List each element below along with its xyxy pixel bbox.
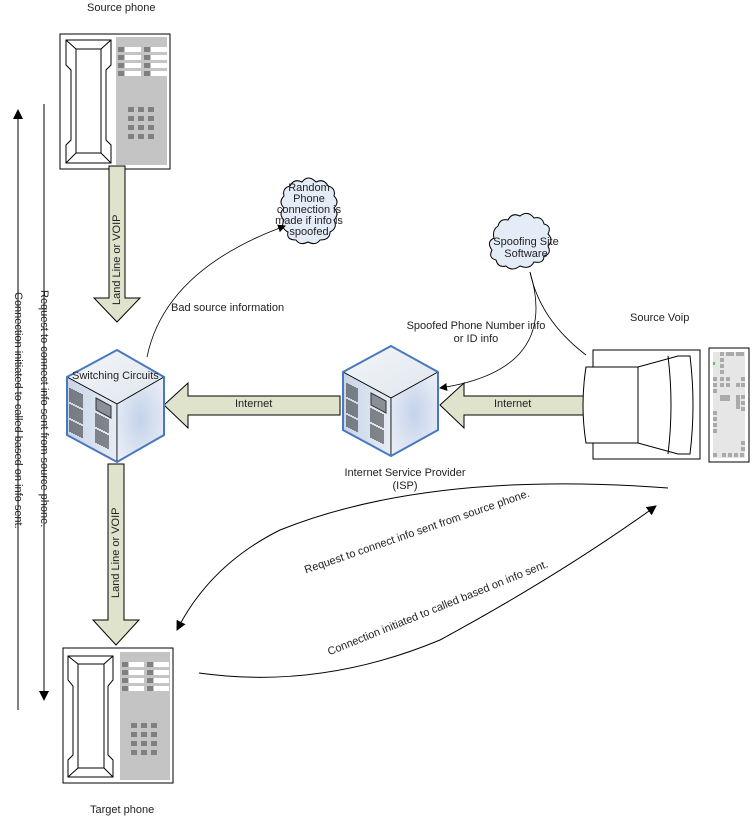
spoofed-line1: Spoofed Phone Number info xyxy=(406,320,546,332)
cloud-line: Random xyxy=(288,182,330,194)
cloud-line: Phone xyxy=(293,193,325,205)
isp-label-line1: Internet Service Provider xyxy=(344,467,466,479)
target-phone-label: Target phone xyxy=(90,804,155,816)
spoofed-info-label: Spoofed Phone Number info or ID info xyxy=(400,320,552,346)
internet-right-label: Internet xyxy=(494,398,532,410)
cloud-line: connection is xyxy=(276,204,342,216)
voip-to-spoof-connector xyxy=(529,271,587,356)
cloud-line: Spoofing Site xyxy=(493,236,559,248)
target-phone-icon xyxy=(62,647,174,784)
switching-circuits-label: Switching Circuits xyxy=(72,370,159,382)
spoofing-cloud-text: Spoofing Site Software xyxy=(488,236,564,260)
side-request-label: Request to connect info sent from source… xyxy=(38,290,50,528)
spoofing-site-cloud xyxy=(488,212,552,270)
bad-source-label: Bad source information xyxy=(171,302,285,314)
source-voip-computer-icon xyxy=(582,347,750,463)
source-phone-icon xyxy=(59,33,171,170)
cloud-line: Software xyxy=(504,248,548,260)
cloud-line: spoofed xyxy=(289,226,329,238)
random-connection-cloud xyxy=(280,177,338,245)
isp-label-line2: (ISP) xyxy=(392,480,418,492)
isp-label: Internet Service Provider (ISP) xyxy=(340,467,470,493)
connection-curve-arrow xyxy=(198,505,657,678)
source-phone-label: Source phone xyxy=(87,2,156,14)
bottom-arrow-label: Land Line or VOIP xyxy=(110,507,122,598)
switching-circuits-icon xyxy=(66,348,165,464)
side-connection-label: Connection initiated to called based on … xyxy=(12,292,24,529)
isp-server-icon xyxy=(342,344,439,458)
internet-left-label: Internet xyxy=(235,398,273,410)
cloud-line: made if info is xyxy=(275,215,343,227)
random-cloud-text: Random Phone connection is made if info … xyxy=(268,183,350,238)
landline-arrow-top xyxy=(92,165,142,323)
bad-source-connector xyxy=(146,224,286,358)
internet-arrow-left xyxy=(163,381,341,430)
spoofed-info-connector xyxy=(439,271,537,391)
spoofed-line2: or ID info xyxy=(453,333,499,345)
request-curve-arrow xyxy=(176,483,669,631)
source-voip-label: Source Voip xyxy=(630,312,690,324)
landline-arrow-bottom xyxy=(91,463,141,646)
top-arrow-label: Land Line or VOIP xyxy=(111,214,123,305)
